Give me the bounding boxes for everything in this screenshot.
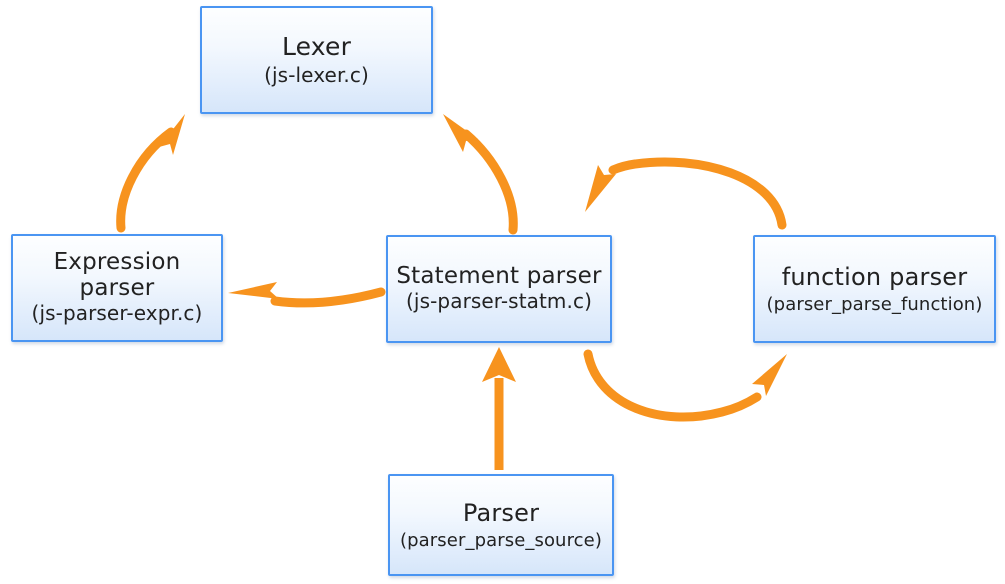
node-function-parser-title: function parser <box>781 263 968 292</box>
edge-statm-to-lexer <box>443 114 518 235</box>
node-parser[interactable]: Parser (parser_parse_source) <box>388 474 614 576</box>
node-parser-title: Parser <box>462 499 540 528</box>
node-statement-parser[interactable]: Statement parser (js-parser-statm.c) <box>386 235 612 343</box>
node-lexer-subtitle: (js-lexer.c) <box>264 62 369 87</box>
edge-statm-to-func <box>583 349 787 422</box>
node-lexer-title: Lexer <box>281 32 352 62</box>
node-statement-parser-title: Statement parser <box>396 263 602 290</box>
node-expression-parser-subtitle: (js-parser-expr.c) <box>31 301 203 325</box>
edge-func-to-statm <box>585 157 787 230</box>
node-function-parser[interactable]: function parser (parser_parse_function) <box>753 235 996 343</box>
node-lexer[interactable]: Lexer (js-lexer.c) <box>200 6 433 114</box>
node-expression-parser-title: Expression parser <box>53 249 181 301</box>
edge-statm-to-expr <box>228 282 386 308</box>
node-statement-parser-subtitle: (js-parser-statm.c) <box>406 289 592 314</box>
node-expression-parser[interactable]: Expression parser (js-parser-expr.c) <box>11 234 223 342</box>
edge-parser-to-statm <box>482 347 516 470</box>
node-function-parser-subtitle: (parser_parse_function) <box>766 293 983 315</box>
node-parser-subtitle: (parser_parse_source) <box>400 529 602 551</box>
edge-expr-to-lexer <box>116 114 185 233</box>
